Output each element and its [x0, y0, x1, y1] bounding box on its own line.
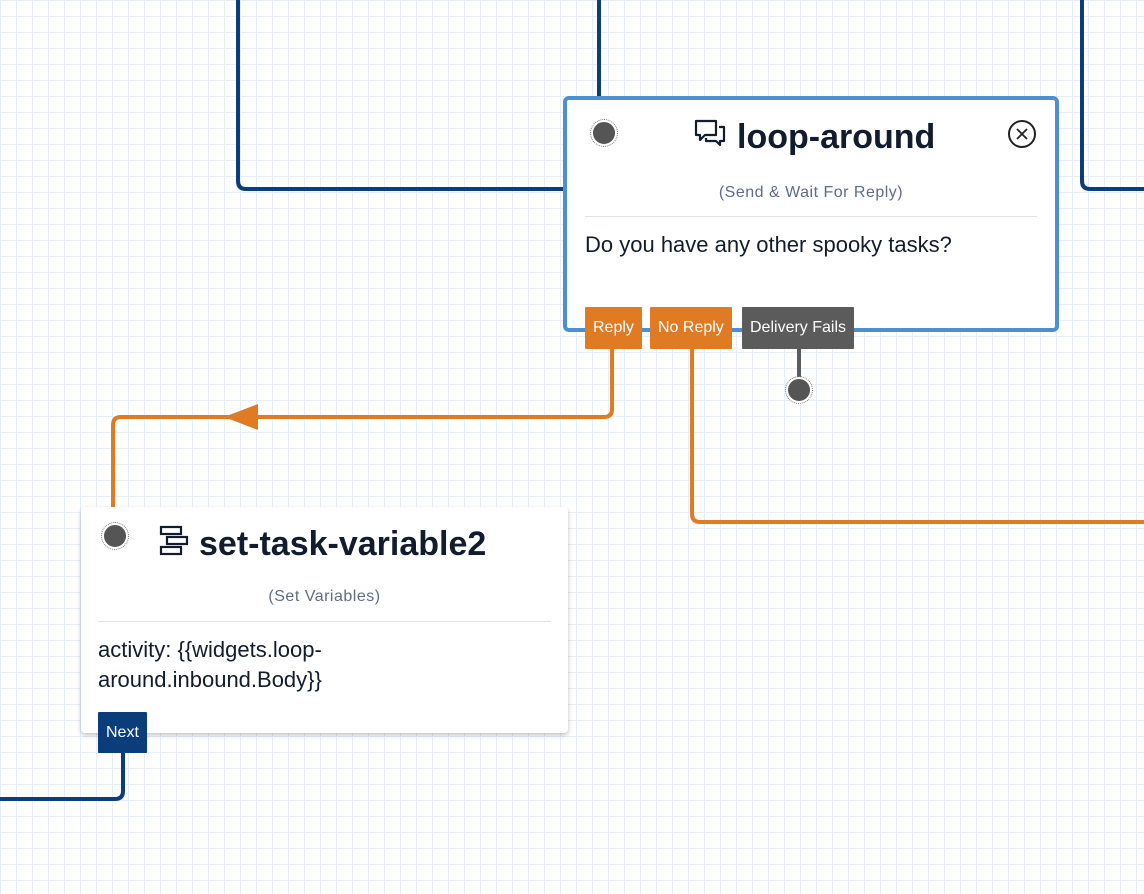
input-port[interactable] [590, 119, 618, 147]
widget-title-text: set-task-variable2 [199, 525, 487, 563]
wire-orange-reply[interactable] [111, 346, 614, 509]
widget-body-line-1: activity: {{widgets.loop- [98, 637, 322, 662]
widget-loop-around[interactable]: loop-around (Send & Wait For Reply) Do y… [563, 96, 1059, 332]
wire-direction-arrow [224, 404, 258, 430]
close-icon [1016, 128, 1028, 140]
transition-next[interactable]: Next [98, 712, 147, 753]
widget-title: loop-around [693, 118, 935, 157]
widget-body-text: Do you have any other spooky tasks? [585, 232, 952, 257]
wire-blue-left-loop[interactable] [236, 0, 566, 191]
delete-widget-button[interactable] [1008, 120, 1036, 148]
wire-orange-no-reply[interactable] [690, 346, 1144, 524]
set-variables-icon [157, 524, 189, 565]
wire-blue-next-out[interactable] [0, 752, 125, 801]
widget-title: set-task-variable2 [157, 524, 486, 565]
delivery-fails-output-port[interactable] [785, 376, 813, 404]
widget-type-label: (Set Variables) [268, 588, 381, 605]
transition-delivery-fails[interactable]: Delivery Fails [742, 307, 855, 349]
transition-reply[interactable]: Reply [585, 307, 642, 349]
input-port[interactable] [101, 522, 129, 550]
chat-bubbles-icon [693, 118, 727, 157]
widget-body-line-2: around.inbound.Body}} [98, 667, 322, 692]
wire-blue-right-loop[interactable] [1080, 0, 1144, 191]
widget-set-task-variable2[interactable]: set-task-variable2 (Set Variables) activ… [81, 507, 568, 733]
divider [98, 621, 551, 622]
widget-title-text: loop-around [737, 118, 936, 156]
widget-type-label: (Send & Wait For Reply) [718, 184, 904, 201]
divider [585, 216, 1037, 217]
transition-no-reply[interactable]: No Reply [650, 307, 732, 349]
